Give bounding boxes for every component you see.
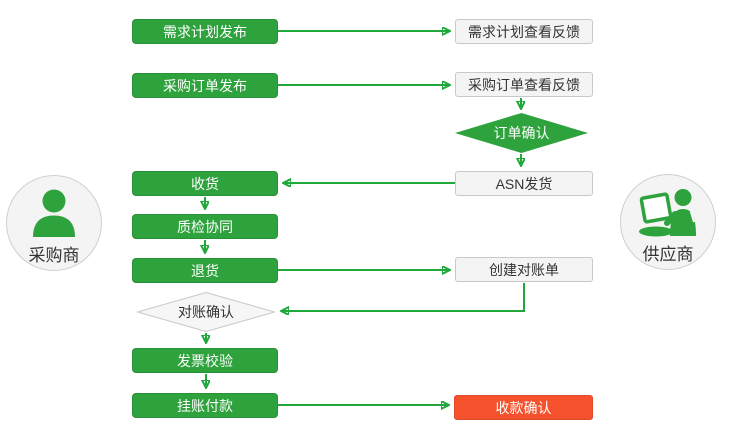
node-demand-plan-publish: 需求计划发布 (132, 19, 278, 44)
connector-statement-to-reconcile (282, 283, 525, 311)
supplier-person-laptop-icon (639, 189, 696, 237)
node-quality-collab: 质检协同 (132, 214, 278, 239)
decision-reconcile-confirm-label: 对账确认 (178, 304, 234, 320)
buyer-person-icon (33, 189, 75, 237)
actor-supplier: 供应商 (620, 174, 716, 270)
actor-buyer-label: 采购商 (28, 246, 80, 265)
decision-reconcile-confirm: 对账确认 (137, 292, 275, 332)
node-return-goods: 退货 (132, 258, 278, 283)
actor-supplier-label: 供应商 (642, 245, 694, 264)
diamond-shape (137, 292, 275, 332)
decision-order-confirm: 订单确认 (455, 113, 588, 153)
decision-order-confirm-label: 订单确认 (493, 125, 550, 141)
node-receive: 收货 (132, 171, 278, 196)
node-invoice-verify: 发票校验 (132, 348, 278, 373)
node-receipt-confirm: 收款确认 (454, 395, 593, 420)
node-create-statement: 创建对账单 (455, 257, 593, 282)
node-demand-plan-feedback: 需求计划查看反馈 (455, 19, 593, 44)
diamond-shape (455, 113, 588, 153)
node-asn-ship: ASN发货 (455, 171, 593, 196)
actor-buyer: 采购商 (6, 175, 102, 271)
node-payment-on-account: 挂账付款 (132, 393, 278, 418)
node-po-publish: 采购订单发布 (132, 73, 278, 98)
node-po-feedback: 采购订单查看反馈 (455, 72, 593, 97)
